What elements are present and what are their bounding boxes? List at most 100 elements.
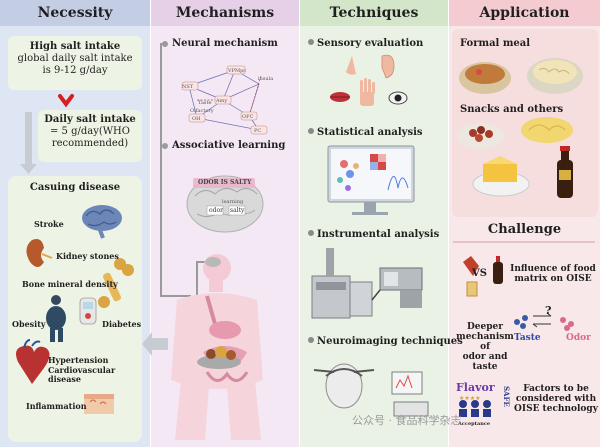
heart-icon — [16, 339, 50, 384]
glucose-meter-icon — [79, 297, 97, 325]
odor-is-salty-text: ODOR IS SALTY — [198, 179, 252, 186]
high-salt-box: High salt intake global daily salt intak… — [8, 36, 142, 90]
learning-text: learning — [222, 199, 244, 205]
left-arrow-icon — [142, 332, 168, 356]
high-salt-line1: global daily salt intake — [17, 53, 133, 64]
daily-salt-title: Daily salt intake — [44, 114, 136, 125]
associative-brain-icon — [186, 175, 264, 233]
disease-box: Casuing disease — [8, 176, 142, 442]
skin-icon — [84, 394, 114, 414]
sensory-evaluation-label: Sensory evaluation — [308, 38, 423, 49]
factors-line2: considered with — [515, 394, 597, 404]
molecules-icon — [514, 312, 574, 331]
challenge-illustration: ★★★★ — [453, 241, 595, 417]
disease-hypertension: Hypertension — [48, 355, 109, 365]
neural-mechanism-label: Neural mechanism — [172, 38, 278, 49]
kidney-icon — [26, 239, 53, 267]
bullet-dot-icon — [308, 230, 314, 236]
nuts-plate-icon — [457, 123, 505, 149]
snacks-label: Snacks and others — [460, 104, 564, 115]
disease-stroke: Stroke — [34, 219, 64, 229]
daily-salt-line2: recommended) — [51, 138, 129, 149]
noodle-bowl-icon — [527, 58, 583, 94]
down-arrow-shaft — [25, 112, 32, 164]
gc-ms-instrument-icon — [311, 248, 423, 319]
ear-icon — [381, 54, 395, 79]
node-oh: OH — [192, 116, 201, 122]
techniques-header: Techniques — [300, 0, 448, 26]
high-salt-title: High salt intake — [29, 41, 121, 52]
disease-obesity: Obesity — [12, 319, 46, 329]
odor-text: odor — [209, 207, 223, 214]
obese-person-icon — [46, 295, 66, 342]
down-chevron-icon — [58, 94, 74, 108]
techniques-panel — [300, 0, 448, 447]
necessity-arrows — [20, 94, 74, 174]
bullet-dot-icon — [308, 337, 314, 343]
high-salt-line2: is 9-12 g/day — [42, 65, 108, 76]
mechanisms-header: Mechanisms — [151, 0, 299, 26]
influence-line2: matrix on OISE — [514, 274, 592, 284]
associative-learning-label: Associative learning — [172, 140, 286, 151]
odor-label: Odor — [566, 333, 591, 343]
neural-network-diagram — [181, 65, 268, 135]
acceptance-people-icon — [459, 400, 491, 417]
brain-icon — [82, 205, 122, 239]
chips-icon — [521, 117, 573, 143]
techniques-illustration — [311, 54, 429, 417]
human-body-icon — [171, 254, 263, 440]
bone-icon — [98, 258, 134, 308]
line-plot-icon — [387, 176, 409, 191]
lips-icon — [330, 92, 350, 102]
influence-text: Influence of food matrix on OISE — [508, 264, 598, 284]
food-matrix-icon — [463, 256, 479, 297]
deeper-line1: Deeper — [466, 322, 504, 332]
stars-icon: ★★★★ — [459, 395, 481, 402]
disease-kidney-stones: Kidney stones — [56, 251, 119, 261]
watermark: 公众号 · 食品科学杂志 — [352, 414, 462, 427]
necessity-header: Necessity — [0, 0, 150, 26]
soup-bowl-icon — [459, 62, 511, 94]
instrumental-analysis-label: Instrumental analysis — [308, 229, 439, 240]
safe-label: SAFE — [502, 386, 511, 407]
node-pc: PC — [254, 128, 262, 134]
vs-text: VS — [472, 268, 487, 279]
question-mark: ? — [545, 304, 552, 317]
sauce-bottle-icon — [493, 256, 503, 284]
bullet-dot-icon — [308, 128, 314, 134]
factors-line1: Factors to be — [523, 384, 589, 394]
disease-diabetes: Diabetes — [102, 319, 142, 329]
factors-text: Factors to be considered with OISE techn… — [514, 384, 598, 414]
disease-inflammation: Inflammation — [26, 401, 87, 411]
daily-salt-line1: = 5 g/day(WHO — [50, 126, 130, 137]
bullet-dot-icon — [308, 39, 314, 45]
node-olfactory: Olfactory — [190, 108, 214, 114]
salty-text: salty — [230, 207, 245, 214]
deeper-line3: odor and taste — [462, 352, 508, 372]
monitor-icon — [327, 145, 415, 215]
taste-label: Taste — [514, 333, 541, 343]
mechanisms-illustration — [160, 41, 268, 440]
hand-icon — [360, 78, 375, 106]
disease-cardiovascular: Cardiovascular disease — [48, 365, 116, 384]
node-amy: Amy — [216, 98, 228, 104]
cake-icon — [472, 156, 530, 197]
statistical-analysis-label: Statistical analysis — [308, 127, 423, 138]
disease-illustrations — [16, 205, 134, 414]
challenge-title: Challenge — [487, 222, 562, 237]
node-vpmpc: VPMpc — [228, 68, 247, 74]
node-ofc: OFC — [242, 114, 254, 120]
disease-bone-density: Bone mineral density — [22, 279, 118, 289]
eeg-head-icon — [313, 363, 429, 417]
soy-sauce-bottle-icon — [557, 146, 573, 198]
daily-salt-box: Daily salt intake = 5 g/day(WHO recommen… — [38, 110, 142, 162]
node-taste: Taste — [198, 100, 212, 106]
heatmap-icon — [370, 154, 386, 170]
node-nst: NST — [182, 84, 194, 90]
disease-title: Casuing disease — [29, 182, 121, 193]
factors-line3: OISE technology — [514, 404, 598, 414]
neuroimaging-label: Neuroimaging techniques — [308, 336, 463, 347]
svg-text:★★★★: ★★★★ — [459, 395, 481, 402]
acceptance-label: Acceptance — [458, 421, 491, 427]
deeper-mechanism-text: Deeper mechanism of odor and taste — [456, 322, 514, 372]
